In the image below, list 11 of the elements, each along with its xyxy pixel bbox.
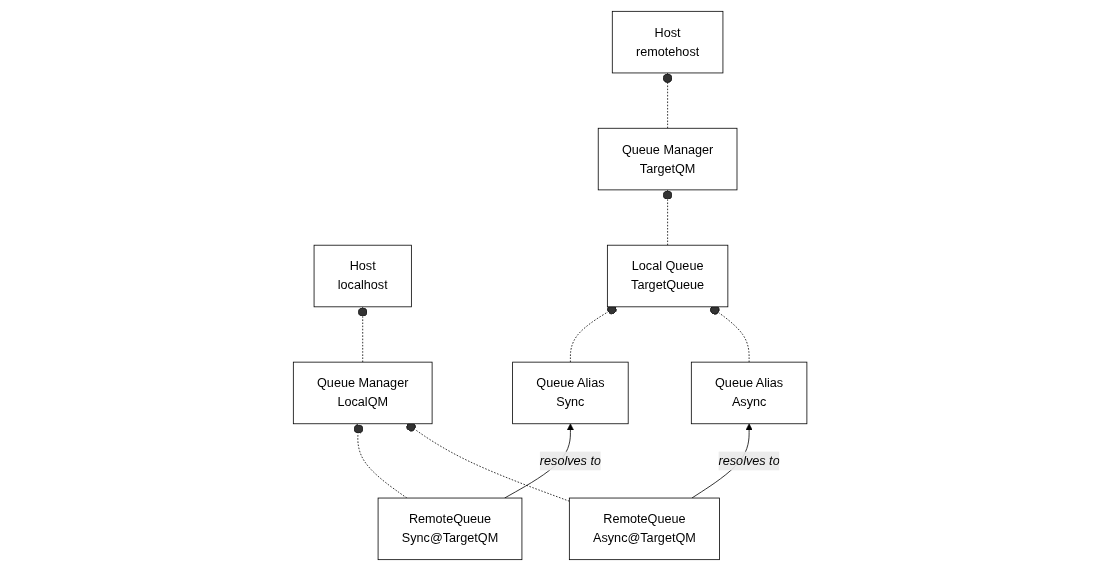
node-box: RemoteQueue Sync@TargetQM <box>377 497 523 561</box>
node-box: Local Queue TargetQueue <box>606 244 729 308</box>
node-box: Queue Manager TargetQM <box>597 127 738 191</box>
edge-label: resolves to <box>718 453 780 468</box>
node-box: Queue Manager LocalQM <box>292 361 433 425</box>
node-box: Host remotehost <box>611 10 724 74</box>
node-box: Host localhost <box>313 244 412 308</box>
node-box: Queue Alias Sync <box>512 361 629 425</box>
node-box: Queue Alias Async <box>690 361 808 425</box>
edge-label: resolves to <box>539 453 601 468</box>
node-box: RemoteQueue Async@TargetQM <box>568 497 720 561</box>
